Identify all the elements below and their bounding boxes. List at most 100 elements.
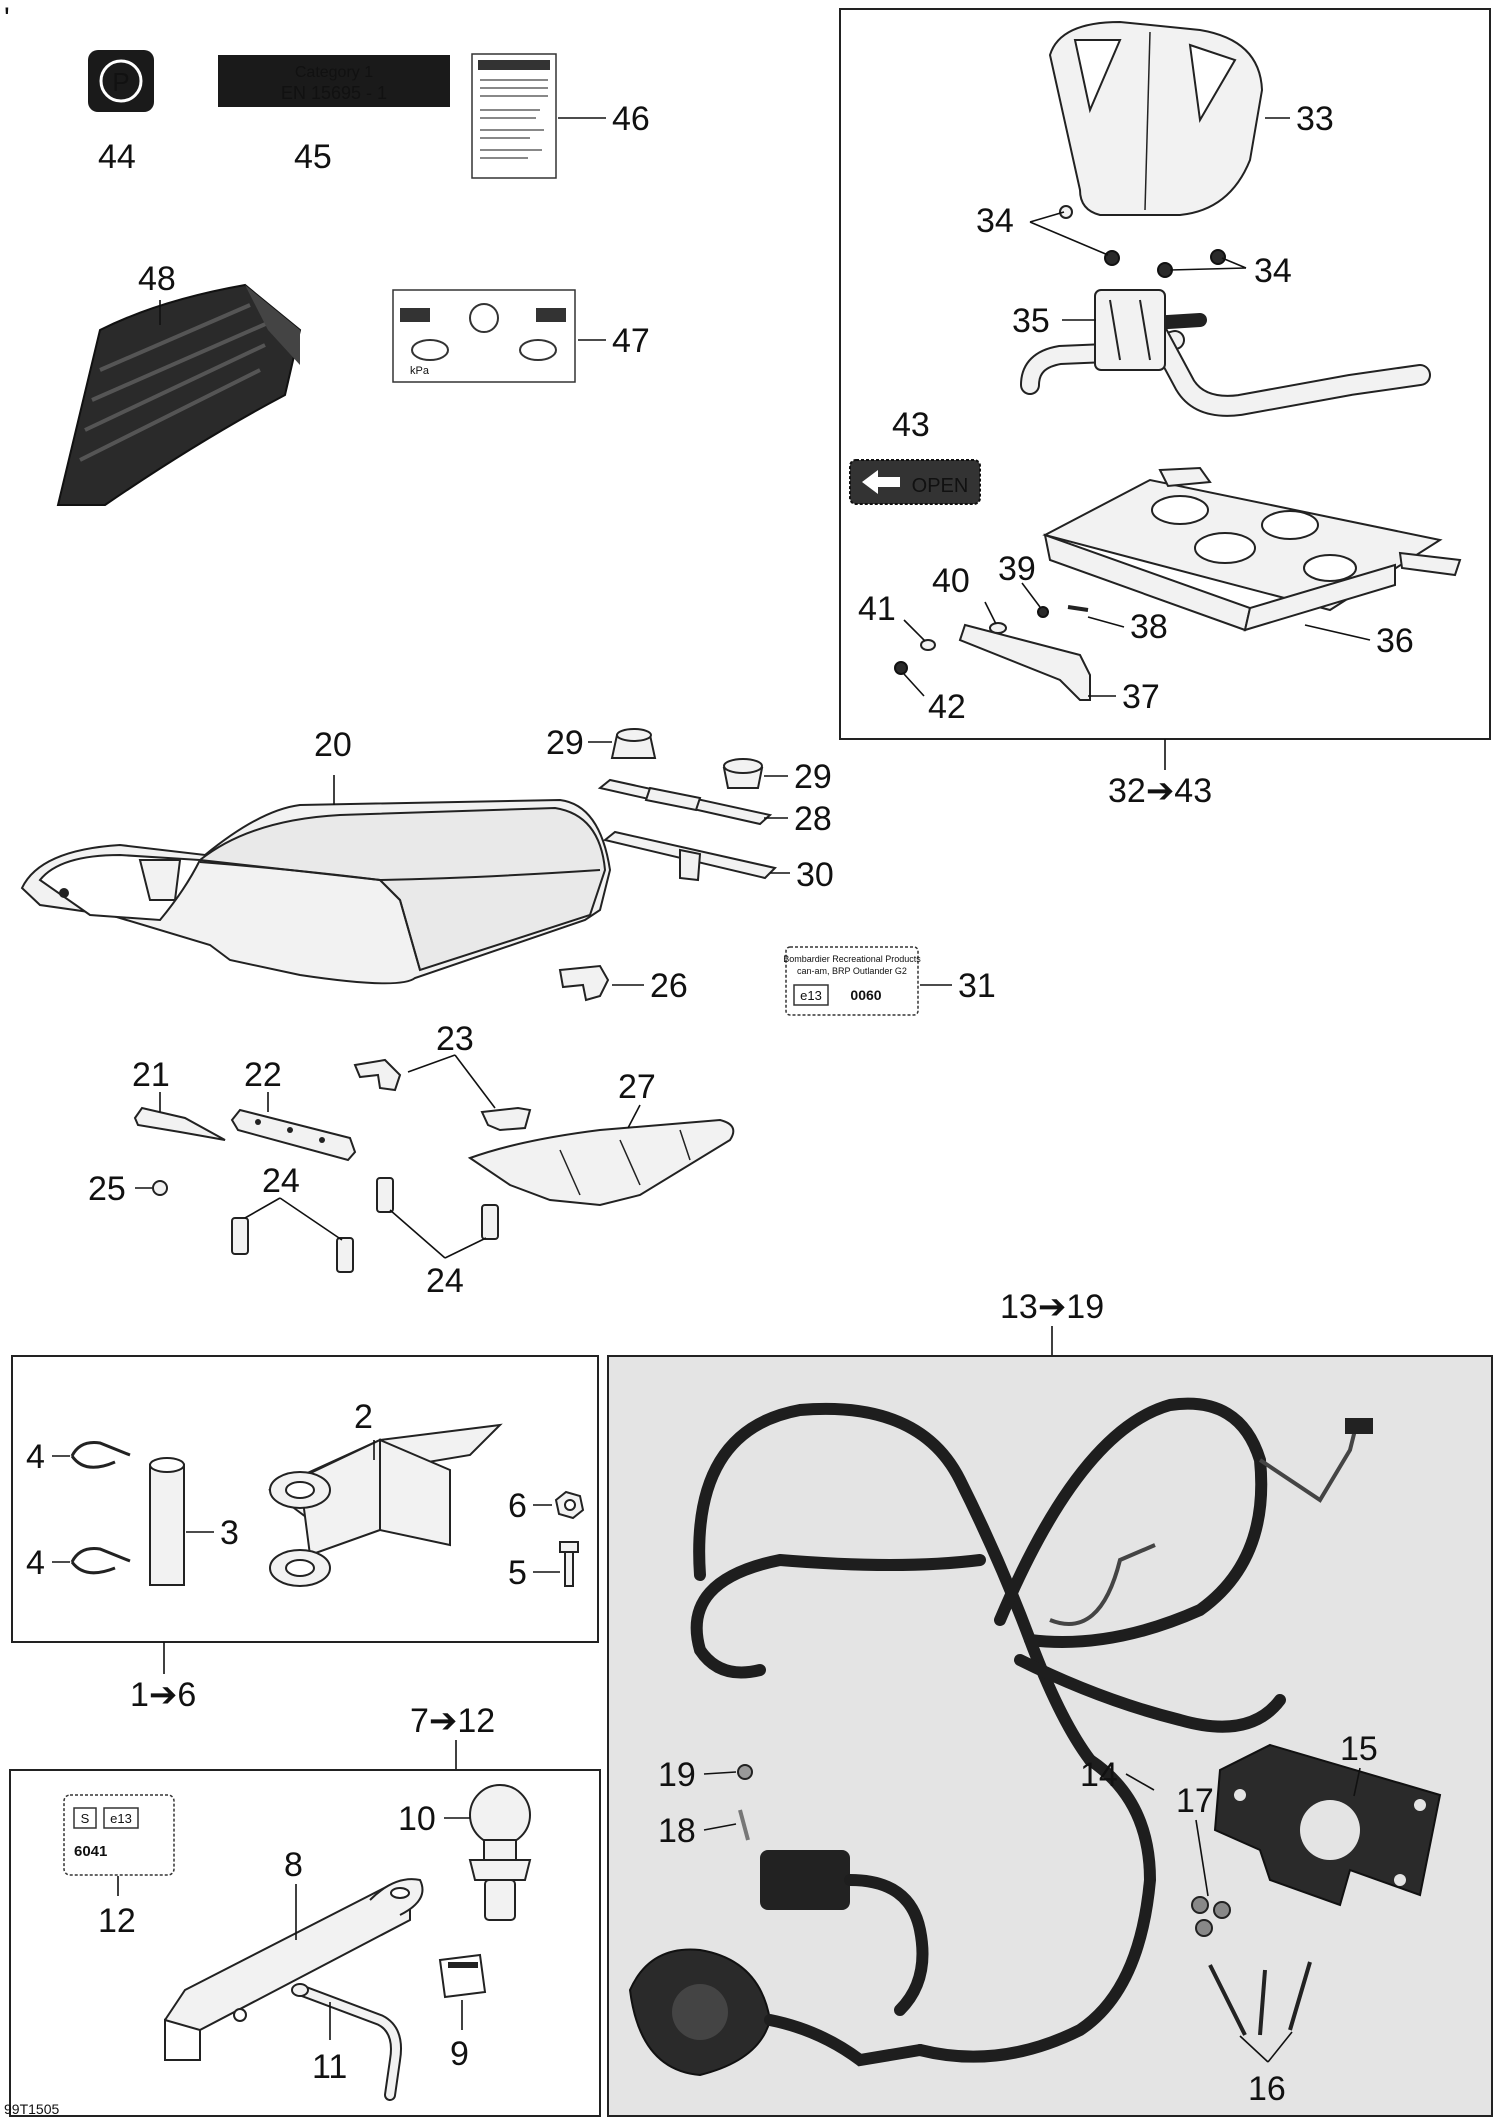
part-44-park-brake-decal: P (88, 50, 154, 112)
p31-code1: e13 (800, 988, 822, 1003)
callout-28: 28 (794, 800, 832, 838)
callout-33: 33 (1296, 100, 1334, 138)
part-27-cover-plate (467, 1118, 735, 1207)
group-box-1-6 (11, 1355, 599, 1643)
part-26-clip (558, 964, 610, 1002)
callout-38: 38 (1130, 608, 1168, 646)
part-22-bracket-plate (230, 1108, 357, 1162)
p43-text: OPEN (912, 475, 969, 497)
callout-17: 17 (1176, 1782, 1214, 1820)
part-34-screw-d (1210, 249, 1226, 265)
callout-47: 47 (612, 322, 650, 360)
callout-8: 8 (284, 1846, 303, 1884)
callout-30: 30 (796, 856, 834, 894)
part-24-spacers (231, 1177, 499, 1273)
callout-4-bottom: 4 (26, 1544, 45, 1582)
callout-15: 15 (1340, 1730, 1378, 1768)
callout-25: 25 (88, 1170, 126, 1208)
callout-24-bottom: 24 (426, 1262, 464, 1300)
callout-20: 20 (314, 726, 352, 764)
part-12-label: S e13 6041 (63, 1794, 175, 1876)
part-28-latch (597, 778, 773, 826)
group-label-13-19: 13➔19 (1000, 1288, 1104, 1326)
callout-19: 19 (658, 1756, 696, 1794)
part-4-clip-b (70, 1547, 131, 1575)
callout-48: 48 (138, 260, 176, 298)
part-23-clip-a (353, 1058, 402, 1092)
callout-22: 22 (244, 1056, 282, 1094)
callout-45: 45 (294, 138, 332, 176)
p45-line2: EN 15695 - 1 (281, 83, 387, 103)
part-45-category-label: Category 1 EN 15695 - 1 (218, 55, 450, 107)
part-46-warning-label (471, 53, 557, 179)
part-8-receiver (164, 1878, 424, 2061)
part-16-screws (1208, 1961, 1312, 2036)
callout-42: 42 (928, 688, 966, 726)
part-18-screw (738, 1809, 750, 1841)
part-29-knob-b (722, 758, 764, 789)
p44-text: P (112, 67, 129, 97)
part-43-open-decal: OPEN (849, 459, 981, 505)
callout-3: 3 (220, 1514, 239, 1552)
part-42-nut (894, 661, 908, 675)
callout-9: 9 (450, 2035, 469, 2073)
part-20-storage-box (20, 798, 612, 985)
callout-2: 2 (354, 1398, 373, 1436)
part-19-nut (737, 1764, 753, 1780)
callout-35: 35 (1012, 302, 1050, 340)
part-14-wiring-harness (628, 1397, 1373, 2077)
callout-34-left: 34 (976, 202, 1014, 240)
callout-5: 5 (508, 1554, 527, 1592)
part-31-id-label: Bombardier Recreational Products can-am,… (783, 946, 921, 1016)
part-21-bracket (133, 1106, 226, 1141)
callout-43: 43 (892, 406, 930, 444)
part-29-knob-a (610, 728, 657, 759)
part-2-hitch-bracket (268, 1423, 503, 1587)
p12-code3: 6041 (74, 1843, 107, 1860)
part-3-pin-tube (149, 1457, 185, 1586)
part-35-backrest-bracket (1020, 289, 1431, 417)
callout-31: 31 (958, 967, 996, 1005)
part-34-screw-b (1104, 250, 1120, 266)
callout-16: 16 (1248, 2070, 1286, 2108)
callout-36: 36 (1376, 622, 1414, 660)
callout-14: 14 (1080, 1756, 1118, 1794)
callout-12: 12 (98, 1902, 136, 1940)
p31-code2: 0060 (850, 987, 881, 1003)
callout-27: 27 (618, 1068, 656, 1106)
part-37-bracket (958, 623, 1091, 701)
top-mark: ' (4, 2, 10, 35)
part-47-tire-pressure-label: kPa (392, 289, 576, 383)
callout-6: 6 (508, 1487, 527, 1525)
callout-44: 44 (98, 138, 136, 176)
callout-29-a: 29 (546, 724, 584, 762)
callout-21: 21 (132, 1056, 170, 1094)
part-9-decal (438, 1953, 487, 1999)
part-25-nut (152, 1180, 168, 1196)
group-label-1-6: 1➔6 (130, 1676, 196, 1714)
part-4-clip-a (70, 1441, 131, 1469)
part-34-screw-c (1157, 262, 1173, 278)
callout-4-top: 4 (26, 1438, 45, 1476)
part-30-latch-plate (602, 830, 777, 882)
part-6-nut (554, 1490, 585, 1520)
callout-41: 41 (858, 590, 896, 628)
callout-11: 11 (312, 2048, 347, 2086)
p12-code2: e13 (110, 1811, 132, 1826)
callout-26: 26 (650, 967, 688, 1005)
part-17-nuts (1191, 1896, 1231, 1937)
callout-18: 18 (658, 1812, 696, 1850)
callout-29-b: 29 (794, 758, 832, 796)
part-48-storage-bag (56, 283, 302, 506)
callout-10: 10 (398, 1800, 436, 1838)
callout-40: 40 (932, 562, 970, 600)
callout-46: 46 (612, 100, 650, 138)
p47-unit: kPa (410, 365, 430, 377)
part-10-hitch-ball (468, 1784, 532, 1921)
part-36-base-plate (1042, 466, 1462, 632)
part-40-washer (989, 622, 1007, 634)
drawing-code: 99T1505 (4, 2101, 59, 2117)
group-box-7-12 (9, 1769, 601, 2117)
group-label-7-12: 7➔12 (410, 1702, 495, 1740)
